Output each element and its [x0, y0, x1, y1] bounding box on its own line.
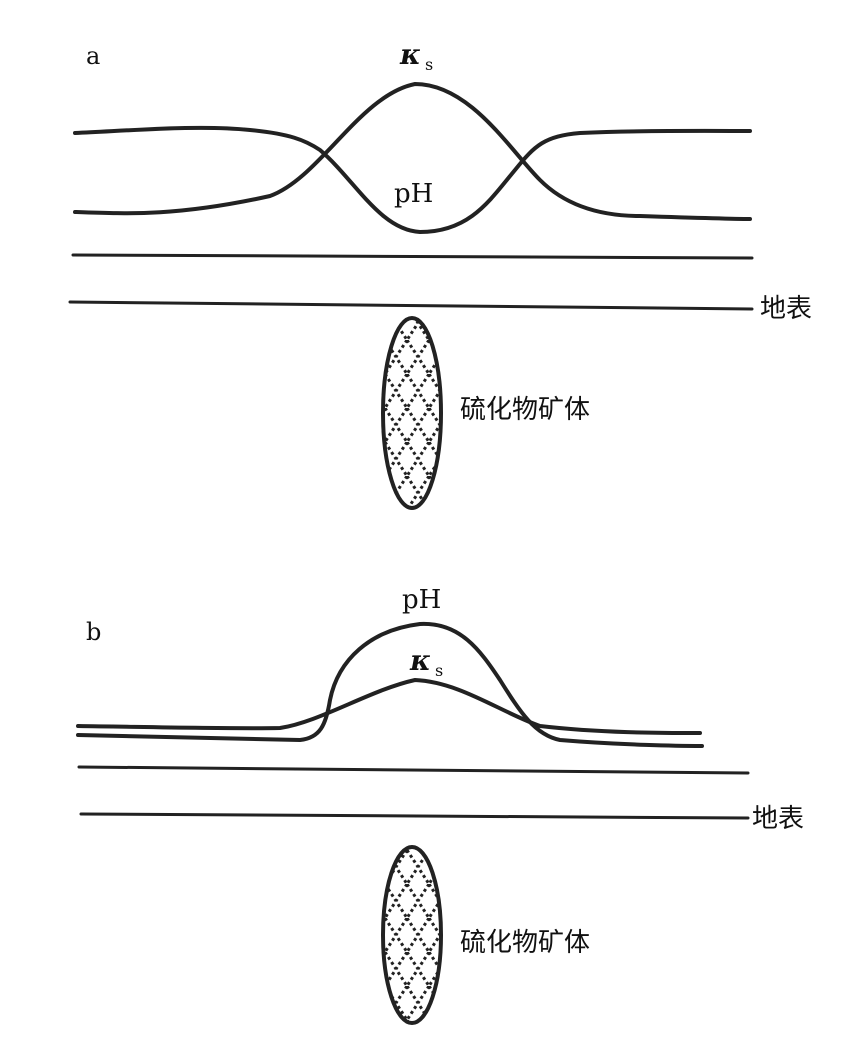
- panel-a-letter: a: [86, 42, 100, 70]
- panel-a-surface-label: 地表: [760, 294, 812, 324]
- panel-b-upper-rule: [77, 765, 750, 775]
- panel-b-ground-surface: [79, 812, 750, 820]
- panel-b-orebody: [381, 845, 443, 1025]
- panel-a-ph-label: pH: [394, 179, 433, 209]
- panel-a-kappa-curve: [73, 82, 752, 221]
- panel-b-letter: b: [86, 618, 101, 646]
- panel-b-ph-curve: [76, 621, 704, 748]
- panel-a-orebody: [381, 316, 443, 510]
- panel-b-ph-label: pH: [402, 585, 441, 615]
- panel-a-upper-rule: [71, 253, 754, 260]
- panel-b-kappa-curve: [76, 678, 702, 735]
- panel-b-orebody-label: 硫化物矿体: [460, 928, 590, 958]
- panel-a-ground-surface: [68, 300, 754, 311]
- panel-a-orebody-label: 硫化物矿体: [460, 395, 590, 425]
- panel-a-ph-curve: [73, 125, 752, 234]
- panel-b-surface-label: 地表: [752, 804, 804, 834]
